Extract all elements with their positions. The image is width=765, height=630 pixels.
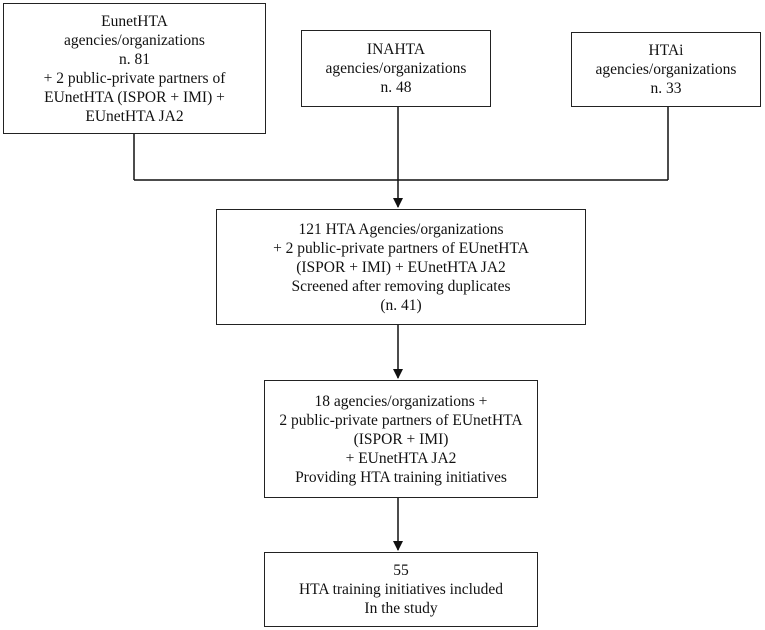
providing-line-5: Providing HTA training initiatives [295, 468, 507, 486]
htai-line-1: HTAi [648, 42, 684, 59]
included-box: 55 HTA training initiatives included In … [264, 552, 538, 627]
screened-line-5: (n. 41) [380, 296, 422, 314]
eunethta-box: EunetHTA agencies/organizations n. 81 + … [3, 3, 266, 134]
screened-line-4: Screened after removing duplicates [291, 277, 511, 295]
inahta-line-2: agencies/organizations [325, 60, 467, 77]
inahta-box: INAHTA agencies/organizations n. 48 [301, 30, 491, 107]
htai-line-3: n. 33 [650, 80, 682, 97]
screened-line-1: 121 HTA Agencies/organizations [298, 220, 504, 238]
included-line-2: HTA training initiatives included [298, 581, 504, 598]
htai-box: HTAi agencies/organizations n. 33 [571, 32, 761, 107]
screened-line-3: (ISPOR + IMI) + EUnetHTA JA2 [296, 258, 506, 276]
providing-line-2: 2 public-private partners of EUnetHTA [279, 411, 523, 429]
inahta-line-3: n. 48 [380, 79, 412, 96]
providing-line-4: + EUnetHTA JA2 [345, 449, 457, 467]
included-line-3: In the study [364, 600, 438, 617]
inahta-line-1: INAHTA [366, 41, 426, 58]
providing-line-1: 18 agencies/organizations + [314, 392, 488, 410]
eunethta-line-5: EUnetHTA (ISPOR + IMI) + [44, 88, 225, 106]
eunethta-line-1: EunetHTA [101, 12, 168, 30]
providing-line-3: (ISPOR + IMI) [353, 430, 449, 448]
eunethta-line-3: n. 81 [119, 50, 150, 68]
htai-line-2: agencies/organizations [595, 61, 737, 78]
eunethta-line-2: agencies/organizations [64, 31, 205, 49]
eunethta-line-4: + 2 public-private partners of [43, 69, 226, 87]
providing-box: 18 agencies/organizations + 2 public-pri… [264, 380, 538, 498]
screened-box: 121 HTA Agencies/organizations + 2 publi… [216, 209, 586, 325]
eunethta-line-6: EUnetHTA JA2 [85, 107, 184, 125]
screened-line-2: + 2 public-private partners of EUnetHTA [273, 239, 529, 257]
included-line-1: 55 [393, 562, 409, 579]
